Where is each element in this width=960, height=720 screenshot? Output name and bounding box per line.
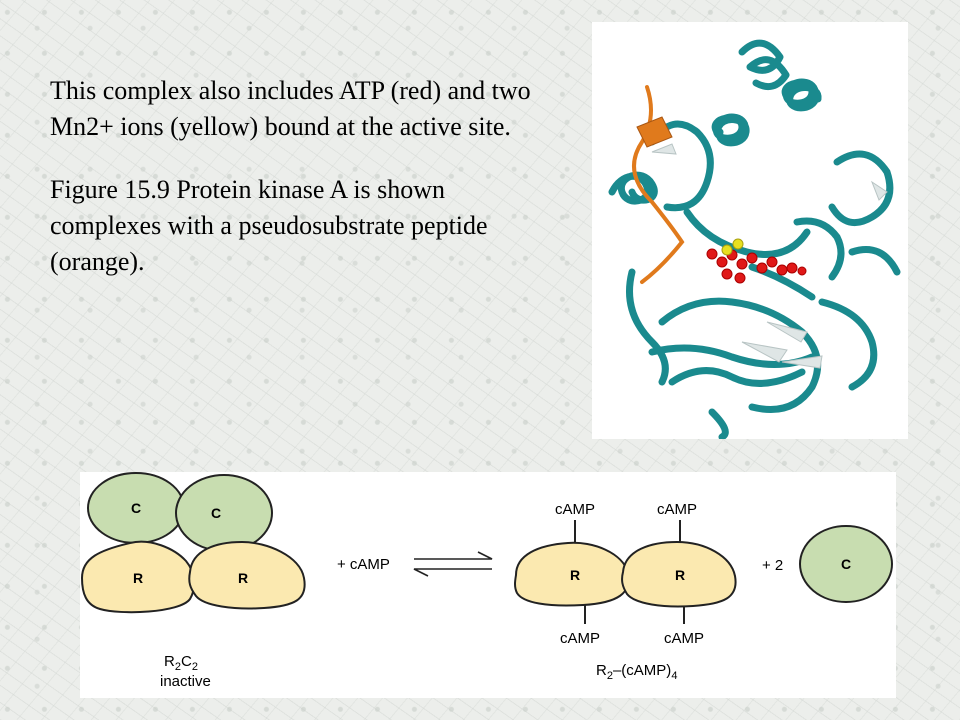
free-catalytic-subunit	[799, 525, 893, 603]
camp-top-1: cAMP	[555, 501, 595, 518]
regulatory-subunit-4	[621, 540, 737, 608]
product-coefficient: + 2	[762, 557, 783, 574]
regulatory-label-2: R	[238, 570, 248, 586]
regulatory-subunit-3	[514, 541, 630, 607]
regulatory-label-3: R	[570, 567, 580, 583]
free-catalytic-label: C	[841, 556, 851, 572]
catalytic-subunit-2	[175, 474, 273, 552]
protein-structure-image	[592, 22, 908, 439]
pka-activation-scheme: C C R R R2C2 inactive + cAMP R R cAMP cA…	[80, 472, 896, 698]
regulatory-label-1: R	[133, 570, 143, 586]
r2c2-formula: R2C2	[164, 653, 198, 673]
r2c2-complex	[80, 472, 306, 614]
camp-bottom-2: cAMP	[664, 630, 704, 647]
caption-paragraph-figure: Figure 15.9 Protein kinase A is shown co…	[50, 175, 488, 276]
regulatory-subunit-2	[188, 540, 306, 610]
catalytic-label-2: C	[211, 505, 221, 521]
regulatory-label-4: R	[675, 567, 685, 583]
protein-kinase-ribbon	[608, 39, 901, 439]
camp-top-2: cAMP	[657, 501, 697, 518]
caption-text: This complex also includes ATP (red) and…	[50, 73, 550, 280]
activation-diagram: C C R R R2C2 inactive + cAMP R R cAMP cA…	[80, 472, 893, 690]
r2-camp4-complex	[514, 520, 737, 624]
caption-paragraph-atp: This complex also includes ATP (red) and…	[50, 76, 531, 141]
r2-camp4-formula: R2–(cAMP)4	[596, 662, 677, 682]
catalytic-label-1: C	[131, 500, 141, 516]
inactive-label: inactive	[160, 673, 211, 690]
camp-reagent: + cAMP	[337, 556, 390, 573]
equilibrium-arrows	[413, 551, 493, 577]
camp-bottom-1: cAMP	[560, 630, 600, 647]
